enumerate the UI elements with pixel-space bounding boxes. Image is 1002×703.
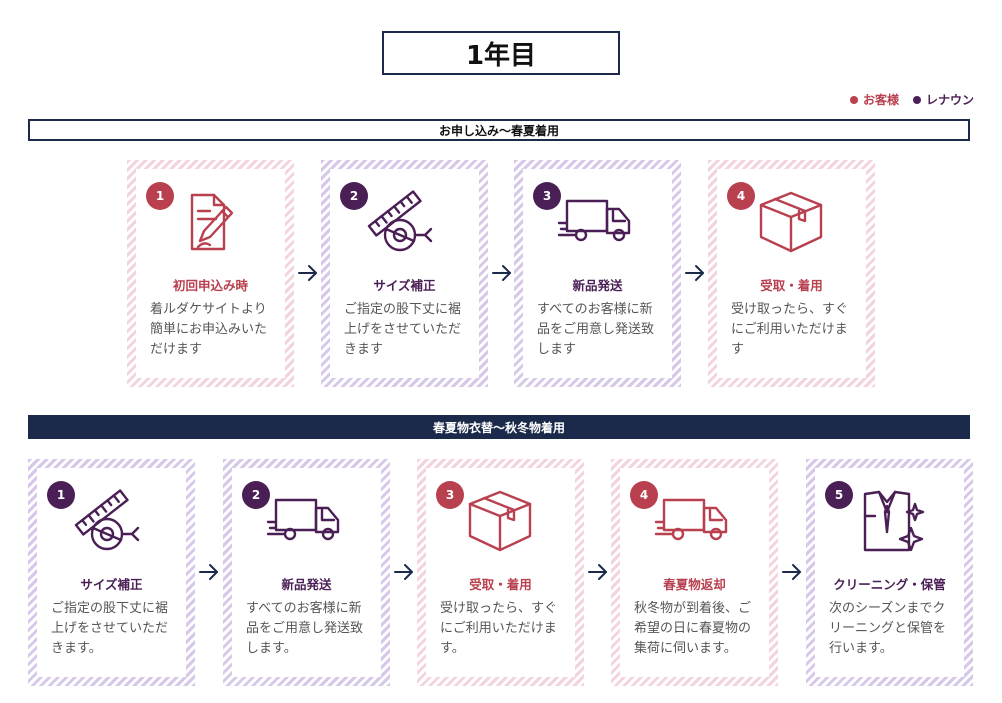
legend-label-customer: お客様 xyxy=(862,93,899,107)
shirt-sparkle-icon xyxy=(849,486,929,556)
step-number-badge: 1 xyxy=(146,182,174,210)
step-card-inner: 5 クリーニング・保管 次のシーズンまでクリーニングと保管を行います。 xyxy=(815,468,964,677)
step-card-inner: 1 初回申込み時 着ルダケサイトより簡単にお申込みいただけます xyxy=(136,169,285,378)
tape-measure-icon xyxy=(71,486,151,556)
arrow-right-icon xyxy=(393,563,415,581)
delivery-truck-icon xyxy=(654,486,734,556)
step-title: クリーニング・保管 xyxy=(833,577,946,592)
step-card-inner: 3 受取・着用 受け取ったら、すぐにご利用いただけます。 xyxy=(426,468,575,677)
step-number-badge: 4 xyxy=(727,182,755,210)
package-box-icon xyxy=(751,187,831,257)
step-title: 春夏物返却 xyxy=(663,577,726,592)
delivery-truck-icon xyxy=(557,187,637,257)
step-title: サイズ補正 xyxy=(373,278,436,293)
step-title: 初回申込み時 xyxy=(172,278,248,293)
legend-item-customer: お客様 xyxy=(849,91,899,108)
delivery-truck-icon xyxy=(266,486,346,556)
arrow-right-icon xyxy=(297,264,319,282)
section-2-step-1-card: 1 サイズ補正 ご指定の股下丈に裾上げをさせていただきます。 xyxy=(28,459,195,686)
legend-item-renown: レナウン xyxy=(912,91,974,108)
step-description: ご指定の股下丈に裾上げをさせていただきます xyxy=(344,301,462,356)
step-number-badge: 3 xyxy=(436,481,464,509)
step-number-badge: 5 xyxy=(825,481,853,509)
page-title: 1年目 xyxy=(382,31,620,75)
step-description: ご指定の股下丈に裾上げをさせていただきます。 xyxy=(51,600,169,655)
legend-dot-renown xyxy=(912,95,921,104)
step-title: 受取・着用 xyxy=(469,577,532,592)
step-card-inner: 1 サイズ補正 ご指定の股下丈に裾上げをさせていただきます。 xyxy=(37,468,186,677)
step-title: サイズ補正 xyxy=(80,577,143,592)
step-card-inner: 2 サイズ補正 ご指定の股下丈に裾上げをさせていただきます xyxy=(330,169,479,378)
section-1-step-1-card: 1 初回申込み時 着ルダケサイトより簡単にお申込みいただけます xyxy=(127,160,294,387)
section-2-title: 春夏物衣替〜秋冬物着用 xyxy=(28,415,970,439)
step-description: すべてのお客様に新品をご用意し発送致します xyxy=(537,301,655,356)
arrow-right-icon xyxy=(587,563,609,581)
step-description: 受け取ったら、すぐにご利用いただけます。 xyxy=(440,600,558,655)
section-2-step-4-card: 4 春夏物返却 秋冬物が到着後、ご希望の日に春夏物の集荷に伺います。 xyxy=(611,459,778,686)
section-1-title: お申し込み〜春夏着用 xyxy=(28,119,970,141)
tape-measure-icon xyxy=(364,187,444,257)
step-description: 受け取ったら、すぐにご利用いただけます xyxy=(731,301,849,356)
step-card-inner: 3 新品発送 すべてのお客様に新品をご用意し発送致します xyxy=(523,169,672,378)
step-title: 受取・着用 xyxy=(760,278,823,293)
step-description: 次のシーズンまでクリーニングと保管を行います。 xyxy=(829,600,947,655)
step-card-inner: 4 受取・着用 受け取ったら、すぐにご利用いただけます xyxy=(717,169,866,378)
legend-label-renown: レナウン xyxy=(925,93,974,107)
package-box-icon xyxy=(460,486,540,556)
step-number-badge: 2 xyxy=(242,481,270,509)
step-description: 着ルダケサイトより簡単にお申込みいただけます xyxy=(150,301,268,356)
step-number-badge: 3 xyxy=(533,182,561,210)
section-1-step-3-card: 3 新品発送 すべてのお客様に新品をご用意し発送致します xyxy=(514,160,681,387)
arrow-right-icon xyxy=(684,264,706,282)
step-card-inner: 4 春夏物返却 秋冬物が到着後、ご希望の日に春夏物の集荷に伺います。 xyxy=(620,468,769,677)
legend: お客様 レナウン xyxy=(849,91,974,108)
legend-dot-customer xyxy=(849,95,858,104)
step-title: 新品発送 xyxy=(572,278,623,293)
section-2-step-5-card: 5 クリーニング・保管 次のシーズンまでクリーニングと保管を行います。 xyxy=(806,459,973,686)
step-number-badge: 1 xyxy=(47,481,75,509)
step-number-badge: 4 xyxy=(630,481,658,509)
arrow-right-icon xyxy=(198,563,220,581)
section-1-step-4-card: 4 受取・着用 受け取ったら、すぐにご利用いただけます xyxy=(708,160,875,387)
step-title: 新品発送 xyxy=(281,577,332,592)
arrow-right-icon xyxy=(781,563,803,581)
section-2-step-3-card: 3 受取・着用 受け取ったら、すぐにご利用いただけます。 xyxy=(417,459,584,686)
section-1-step-2-card: 2 サイズ補正 ご指定の股下丈に裾上げをさせていただきます xyxy=(321,160,488,387)
form-pencil-icon xyxy=(170,187,250,257)
step-card-inner: 2 新品発送 すべてのお客様に新品をご用意し発送致します。 xyxy=(232,468,381,677)
arrow-right-icon xyxy=(491,264,513,282)
step-number-badge: 2 xyxy=(340,182,368,210)
step-description: 秋冬物が到着後、ご希望の日に春夏物の集荷に伺います。 xyxy=(634,600,752,655)
section-2-step-2-card: 2 新品発送 すべてのお客様に新品をご用意し発送致します。 xyxy=(223,459,390,686)
step-description: すべてのお客様に新品をご用意し発送致します。 xyxy=(246,600,364,655)
